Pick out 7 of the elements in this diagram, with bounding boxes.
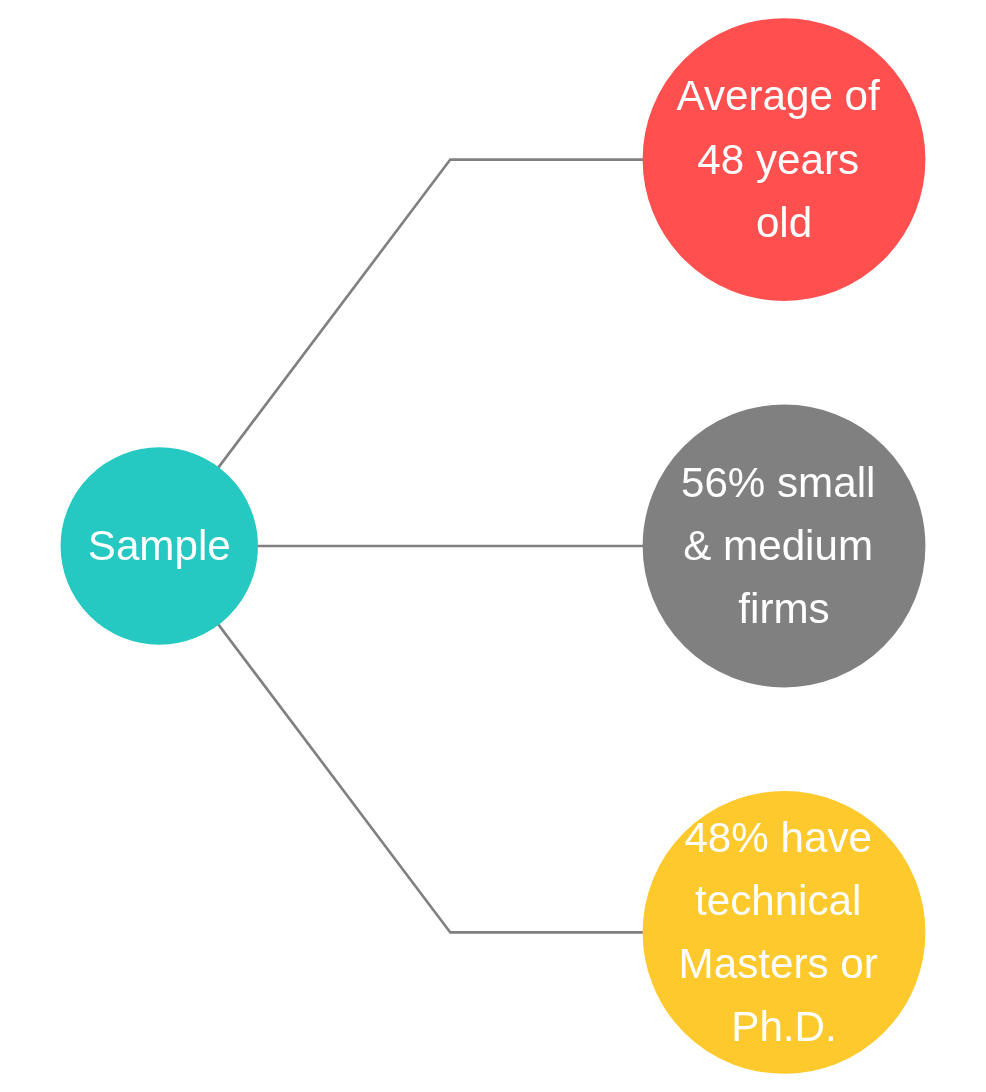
node-circle: 48% have technical Masters or Ph.D. bbox=[642, 791, 926, 1074]
node-circle: 56% small & medium firms bbox=[642, 404, 926, 688]
node-circle: Sample bbox=[60, 447, 258, 645]
connector bbox=[217, 623, 644, 934]
connector bbox=[257, 544, 644, 548]
node-circle: Average of 48 years old bbox=[642, 18, 926, 301]
connector bbox=[217, 158, 644, 469]
